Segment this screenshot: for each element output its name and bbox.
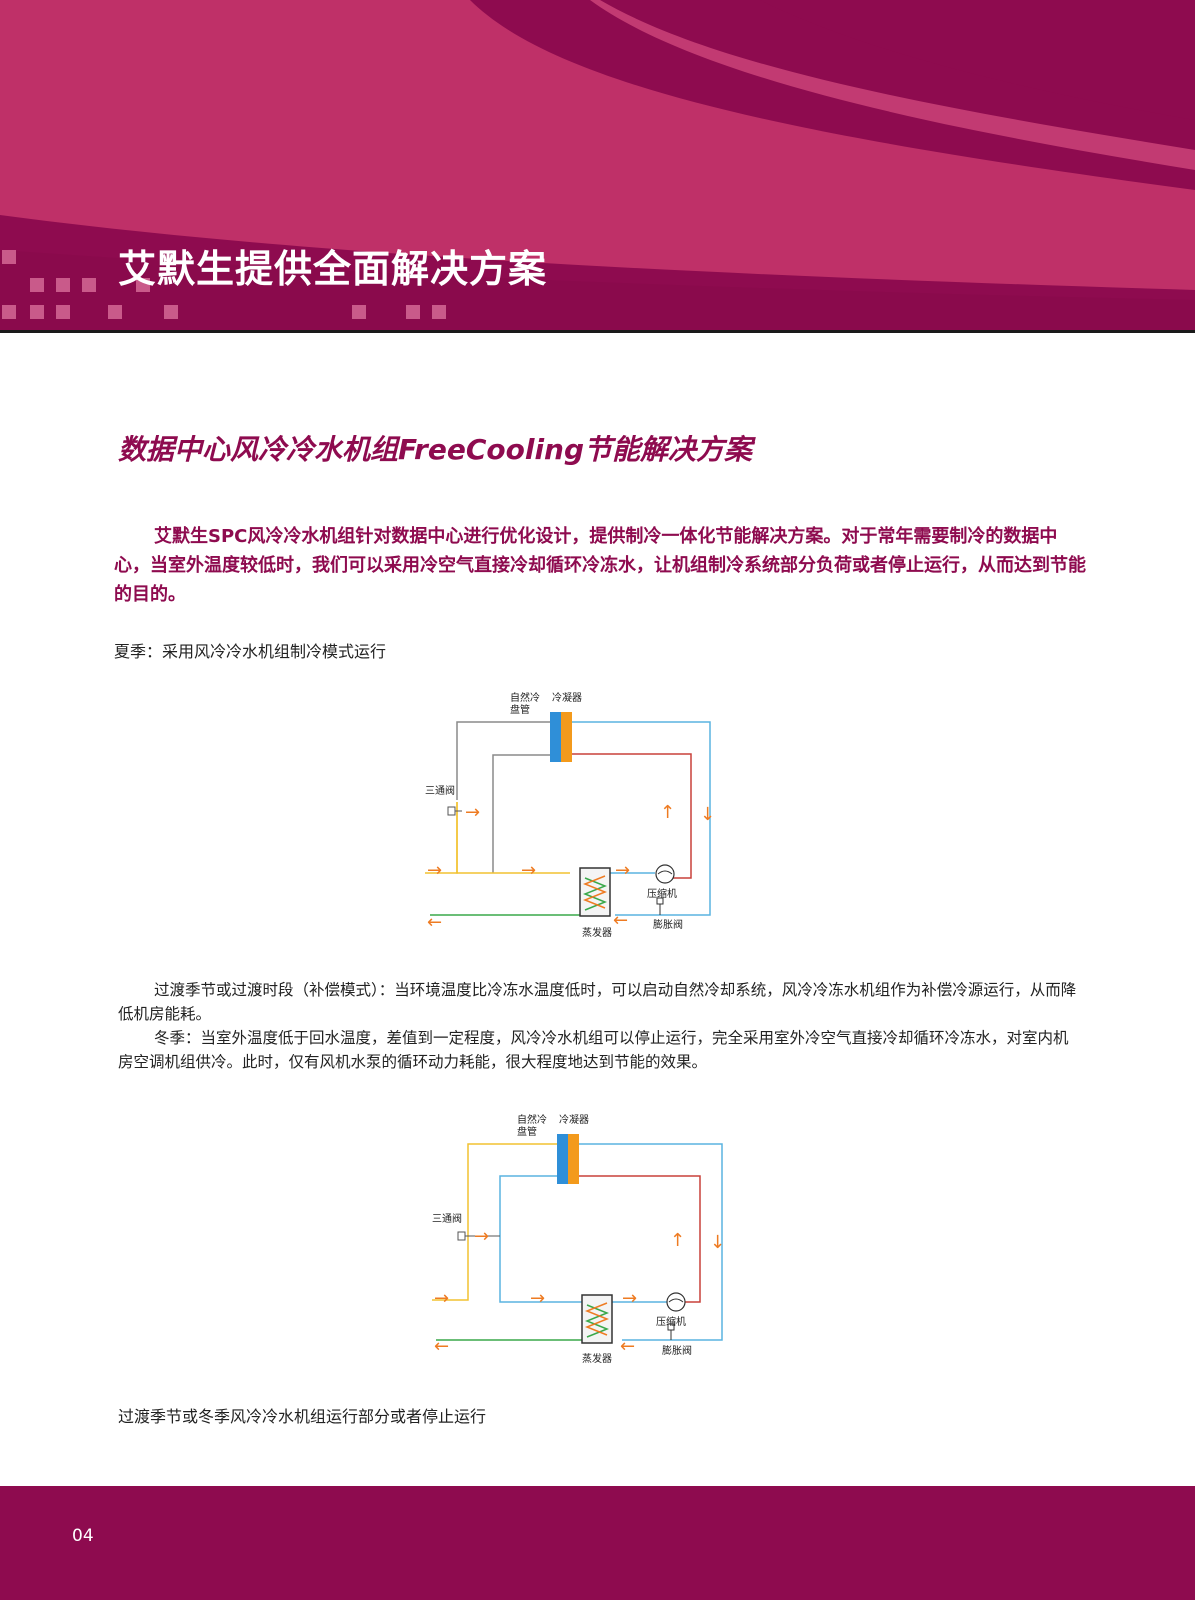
transition-paragraph: 过渡季节或过渡时段（补偿模式）：当环境温度比冷冻水温度低时，可以启动自然冷却系统… [118,981,1077,1023]
footer-bar: 04 [0,1486,1195,1600]
condenser-coil [561,712,572,762]
page-number: 04 [72,1526,94,1546]
arrow-return: ← [613,910,628,931]
compressor-label: 压缩机 [647,887,677,900]
section-title: 数据中心风冷冷水机组FreeCooling节能解决方案 [118,433,753,466]
arrow-valve: → [474,1226,489,1247]
arrow-up: ↑ [660,802,675,823]
free-cooling-coil [550,712,561,762]
expansion-valve-label: 膨胀阀 [662,1344,692,1357]
evaporator-label: 蒸发器 [582,1352,612,1365]
winter-caption: 过渡季节或冬季风冷冷水机组运行部分或者停止运行 [118,1407,487,1426]
expansion-valve-label: 膨胀阀 [653,918,683,931]
free-cooling-coil-label: 自然冷 [510,691,540,704]
arrow-return: ← [620,1336,635,1357]
arrow-out-left: ← [434,1336,449,1357]
blue-pipe [569,1143,723,1341]
evaporator-label: 蒸发器 [582,926,612,939]
three-way-valve-label: 三通阀 [432,1212,462,1225]
red-pipe [572,1175,701,1303]
arrow-in-left: → [427,860,442,881]
red-pipe [565,753,692,879]
summer-cooling-diagram: 自然冷 盘管 冷凝器 三通阀 压缩机 膨胀阀 蒸发器 → → → → ← ← ↑… [425,691,715,939]
yellow-pipe-branch [456,802,570,874]
header-divider [0,330,1195,333]
condenser-label: 冷凝器 [559,1113,589,1126]
intro-paragraph: 艾默生SPC风冷冷水机组针对数据中心进行优化设计，提供制冷一体化节能解决方案。对… [114,526,1086,605]
condenser-label: 冷凝器 [552,691,582,704]
arrow-to-compressor: → [615,860,630,881]
arrow-down: ↓ [710,1232,725,1253]
compressor [655,864,675,884]
three-way-valve-label: 三通阀 [425,784,455,797]
blue-pipe [562,721,711,916]
blue-return-pipe [499,1175,582,1303]
header-wave-graphic [0,0,1195,332]
arrow-in-left: → [434,1288,449,1309]
free-cooling-coil [557,1134,568,1184]
arrow-mid: → [521,860,536,881]
page-title: 艾默生提供全面解决方案 [118,247,548,291]
winter-cooling-diagram: 自然冷 盘管 冷凝器 三通阀 压缩机 膨胀阀 蒸发器 → → → → ← ← ↑… [432,1113,725,1365]
arrow-to-compressor: → [622,1288,637,1309]
three-way-valve [457,1231,466,1241]
free-cooling-coil-label-2: 盘管 [510,703,530,716]
compressor [666,1292,686,1312]
arrow-mid: → [530,1288,545,1309]
free-cooling-coil-label: 自然冷 [517,1113,547,1126]
compressor-label: 压缩机 [656,1315,686,1328]
condenser-coil [568,1134,579,1184]
free-cooling-coil-label-2: 盘管 [517,1125,537,1138]
winter-paragraph: 冬季：当室外温度低于回水温度，差值到一定程度，风冷冷水机组可以停止运行，完全采用… [118,1029,1069,1071]
arrow-out-left: ← [427,912,442,933]
yellow-pipe [432,1143,559,1301]
arrow-up: ↑ [670,1230,685,1251]
arrow-valve: → [465,802,480,823]
summer-caption: 夏季：采用风冷冷水机组制冷模式运行 [114,642,387,661]
header-banner: 艾默生提供全面解决方案 [0,0,1195,332]
gray-pipe [456,721,552,800]
gray-return-pipe [492,754,552,873]
three-way-valve [447,806,456,816]
arrow-down: ↓ [700,804,715,825]
